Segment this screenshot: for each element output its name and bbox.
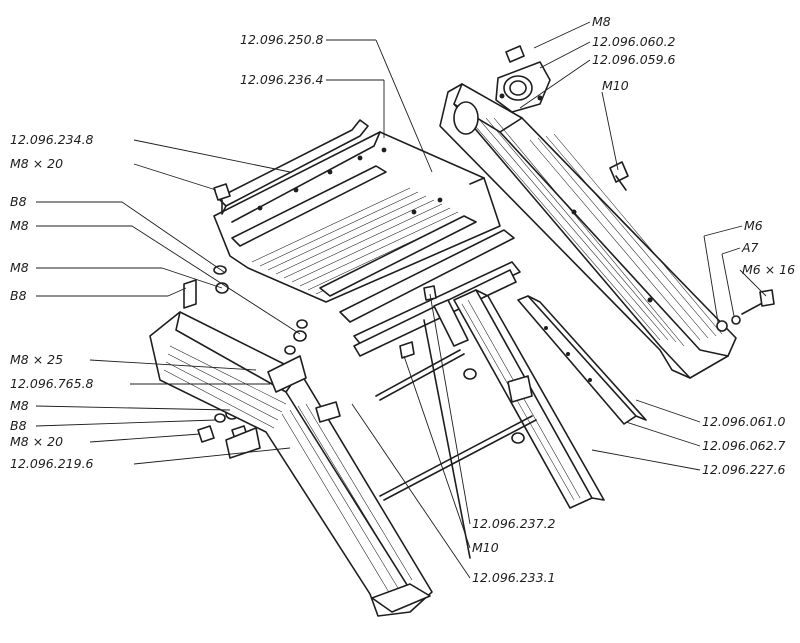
- stiffener-strip-part: [517, 295, 647, 425]
- label-m8-2: M8: [10, 260, 29, 275]
- fastener-cluster-left: [197, 183, 437, 443]
- label-p-219-6: 12.096.219.6: [10, 456, 94, 471]
- label-m10-bottom: M10: [472, 540, 499, 555]
- label-p-765-8: 12.096.765.8: [10, 376, 94, 391]
- label-p-061-0: 12.096.061.0: [702, 414, 786, 429]
- upper-floor-plate-part: [213, 131, 501, 303]
- label-m8-top: M8: [592, 14, 611, 29]
- label-m10-right: M10: [602, 78, 629, 93]
- label-m8-1: M8: [10, 218, 29, 233]
- right-channel-part: [439, 83, 737, 379]
- top-clamp-part: [495, 45, 551, 113]
- label-p-233-1: 12.096.233.1: [472, 570, 556, 585]
- leader-lines: [35, 21, 767, 579]
- left-frame-part: [149, 279, 433, 617]
- fastener-cluster-right: [716, 289, 775, 332]
- label-m8x20-top: M8 × 20: [10, 156, 63, 171]
- label-m8x20-bottom: M8 × 20: [10, 434, 63, 449]
- label-m6x16: M6 × 16: [742, 262, 795, 277]
- label-p-236-4: 12.096.236.4: [240, 72, 324, 87]
- crossbar-parts: [375, 319, 537, 559]
- label-p-237-2: 12.096.237.2: [472, 516, 556, 531]
- label-p-060-2: 12.096.060.2: [592, 34, 676, 49]
- label-p-234-8: 12.096.234.8: [10, 132, 94, 147]
- ladder-rail-part: [433, 289, 605, 509]
- label-p-059-6: 12.096.059.6: [592, 52, 676, 67]
- label-m8-3: M8: [10, 398, 29, 413]
- label-p-227-6: 12.096.227.6: [702, 462, 786, 477]
- label-p-062-7: 12.096.062.7: [702, 438, 786, 453]
- label-a7: A7: [741, 240, 759, 255]
- label-b8-1: B8: [10, 194, 27, 209]
- label-b8-3: B8: [10, 418, 27, 433]
- labels: M8 12.096.060.2 12.096.059.6 M10 12.096.…: [10, 14, 795, 585]
- bolt-m10-part: [609, 161, 629, 191]
- label-p-250-8: 12.096.250.8: [240, 32, 324, 47]
- label-b8-2: B8: [10, 288, 27, 303]
- label-m6: M6: [744, 218, 763, 233]
- label-m8x25: M8 × 25: [10, 352, 63, 367]
